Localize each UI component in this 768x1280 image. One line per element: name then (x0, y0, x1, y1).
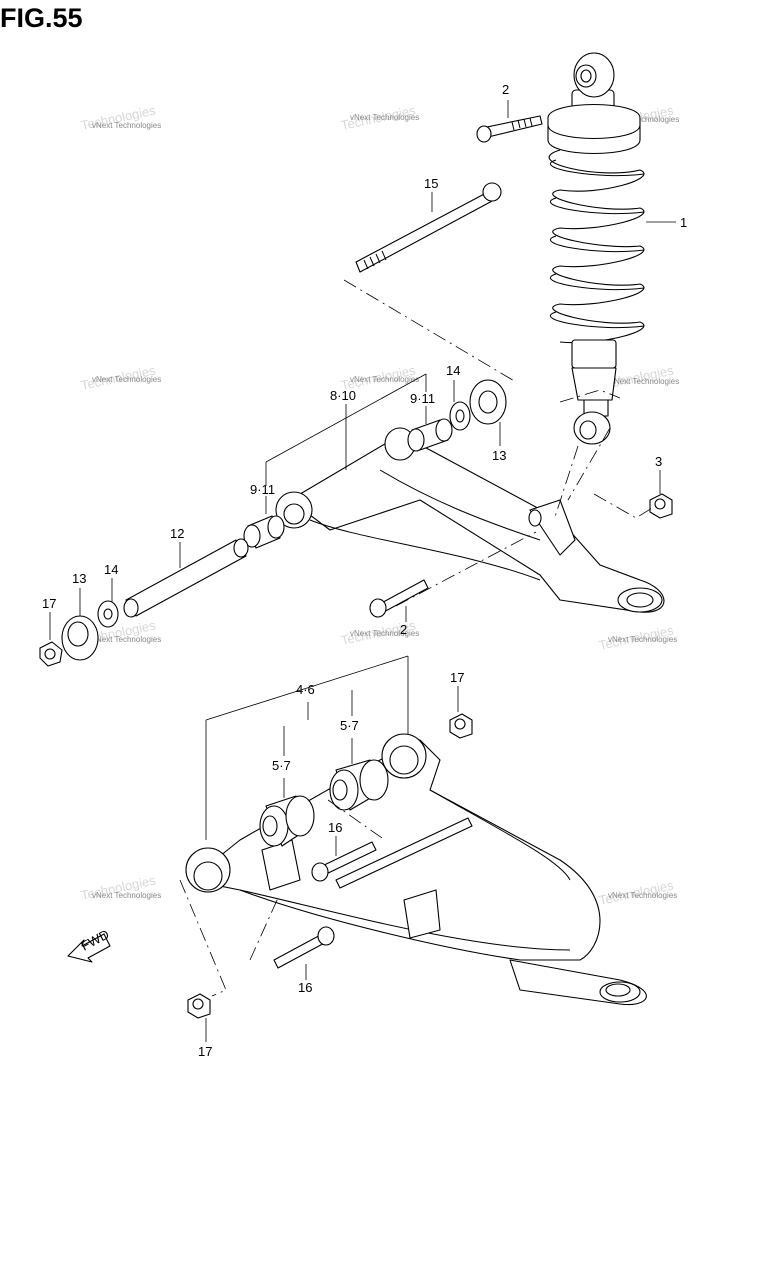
lower-arm-icon (185, 733, 647, 1006)
nut-17-bottom (187, 993, 211, 1019)
callout-9-11-right: 9·11 (410, 391, 435, 406)
callout-8-10: 8·10 (330, 388, 356, 403)
watermark-9: vNext Technologies (608, 635, 677, 644)
washer-14-right (449, 401, 471, 431)
callout-5-7-right: 5·7 (340, 718, 359, 733)
callout-3: 3 (655, 454, 662, 469)
callout-1: 1 (680, 215, 687, 230)
callout-15: 15 (424, 176, 438, 191)
callout-14-right: 14 (446, 363, 460, 378)
bolt-15 (355, 182, 502, 273)
callout-17-upper: 17 (450, 670, 464, 685)
bolt-2-mid (369, 579, 429, 618)
bolt-2-top (476, 115, 543, 143)
sleeve-12 (123, 538, 249, 618)
bolt-16-bottom (273, 926, 335, 969)
watermark-3: vNext Technologies (610, 115, 679, 124)
bolt-16-right (311, 841, 377, 882)
assembly-lines (179, 279, 653, 997)
watermark-6: vNext Technologies (610, 377, 679, 386)
bushing-5-7-left (259, 795, 315, 847)
watermark-7: vNext Technologies (92, 635, 161, 644)
collar-9-11-left (243, 515, 285, 549)
shock-absorber-icon (547, 52, 645, 445)
callout-17-bottom: 17 (198, 1044, 212, 1059)
callout-16-right: 16 (328, 820, 342, 835)
watermark-2: vNext Technologies (350, 113, 419, 122)
callout-5-7-left: 5·7 (272, 758, 291, 773)
callouts: 2 1 15 3 13 14 9·11 8·10 9·11 12 13 14 1… (42, 82, 687, 1059)
bushing-5-7-right (329, 759, 389, 811)
fwd-arrow-icon: FWD (67, 927, 112, 963)
watermark-12: vNext Technologies (608, 891, 677, 900)
callout-12: 12 (170, 526, 184, 541)
washer-14-left (97, 600, 119, 628)
nut-17-upper (449, 713, 473, 739)
cushion-13-right (469, 379, 507, 425)
callout-9-11-left: 9·11 (250, 482, 275, 497)
watermark-10: vNext Technologies (92, 891, 161, 900)
callout-14-left: 14 (104, 562, 118, 577)
callout-16-bottom: 16 (298, 980, 312, 995)
collar-9-11-right (407, 418, 453, 452)
upper-arm-icon (275, 427, 665, 613)
callout-13-left: 13 (72, 571, 86, 586)
figure-title: FIG.55 (0, 3, 83, 33)
watermark-4: vNext Technologies (92, 375, 161, 384)
watermark-8: vNext Technologies (350, 629, 419, 638)
callout-13-right: 13 (492, 448, 506, 463)
nut-17-left (39, 641, 63, 667)
callout-2-top: 2 (502, 82, 509, 97)
callout-17-left: 17 (42, 596, 56, 611)
callout-4-6: 4·6 (296, 682, 315, 697)
nut-3 (649, 493, 673, 519)
cushion-13-left (61, 615, 99, 661)
watermark-1: vNext Technologies (92, 121, 161, 130)
callout-2-mid: 2 (400, 622, 407, 637)
leader-lines (49, 100, 676, 1042)
watermark-5: vNext Technologies (350, 375, 419, 384)
